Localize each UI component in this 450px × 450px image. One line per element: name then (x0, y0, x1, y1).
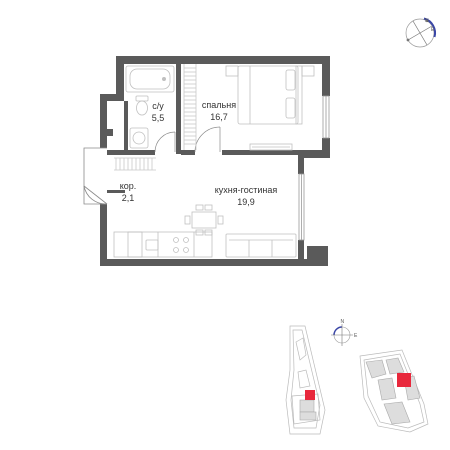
compass-site-east: E (354, 333, 358, 339)
wall-bath-bedroom (176, 64, 181, 154)
compass-site: N E (331, 319, 358, 346)
compass-main-accent (423, 17, 437, 38)
compass-main-north: N (425, 18, 429, 24)
wall-left-upper (116, 56, 124, 94)
bathtub (125, 65, 175, 93)
wall-bottom (100, 259, 328, 266)
room-name-corridor: кор. (120, 181, 137, 191)
dining-table (184, 204, 224, 236)
interior-walls (107, 64, 302, 193)
wall-corridor-divider (107, 190, 125, 193)
wall-right-mid (322, 138, 330, 156)
apartment-plan: с/у 5,5 спальня 16,7 кор. 2,1 кухня-гост… (83, 56, 330, 266)
entrance-door (83, 147, 108, 205)
wall-right-upper (322, 56, 330, 96)
wall-left-mid (100, 94, 107, 129)
wall-corridor-left (100, 136, 107, 148)
wall-corridor-top (100, 129, 113, 136)
room-name-bedroom: спальня (202, 100, 236, 110)
site-right-buildings (365, 357, 421, 425)
wall-right-lower (298, 240, 304, 266)
compass-site-north: N (341, 319, 345, 325)
sofa (225, 233, 297, 258)
compass-main-ring (405, 18, 435, 48)
room-labels: с/у 5,5 спальня 16,7 кор. 2,1 кухня-гост… (120, 100, 278, 207)
site-right-highlight (397, 373, 411, 387)
site-left-highlight (305, 390, 315, 400)
wall-left-lower (100, 204, 107, 266)
compass-main: N E (405, 17, 437, 48)
wall-bedroom-bottom-right (222, 150, 302, 155)
bedroom-door (194, 126, 221, 153)
windows (298, 95, 330, 241)
wall-corner-block (307, 246, 328, 266)
bathroom-door (154, 131, 176, 153)
wall-notch-vertical (298, 150, 304, 174)
wall-top (116, 56, 330, 64)
site-right-plot (359, 349, 429, 433)
kitchen-counter (113, 231, 213, 258)
sink (129, 127, 149, 149)
room-area-corridor: 2,1 (122, 193, 135, 203)
outer-walls (100, 56, 330, 266)
bed (225, 65, 315, 125)
toilet (135, 95, 149, 116)
corridor-wardrobe (114, 157, 156, 171)
room-area-kitchen-living: 19,9 (237, 197, 255, 207)
wall-step (100, 94, 124, 101)
site-plan: N E (285, 319, 429, 435)
room-area-bedroom: 16,7 (210, 112, 228, 122)
room-name-kitchen-living: кухня-гостиная (215, 185, 278, 195)
bedroom-wardrobe (183, 64, 197, 150)
room-name-bathroom: с/у (152, 101, 164, 111)
wall-bedroom-bottom-left (181, 150, 195, 155)
wall-bath-left (124, 101, 128, 150)
compass-main-east: E (431, 27, 435, 33)
site-left-buildings (299, 399, 317, 421)
room-area-bathroom: 5,5 (152, 113, 165, 123)
wall-right-notch (298, 150, 330, 158)
wall-bath-bottom (107, 150, 155, 155)
bedroom-desk (249, 143, 293, 151)
